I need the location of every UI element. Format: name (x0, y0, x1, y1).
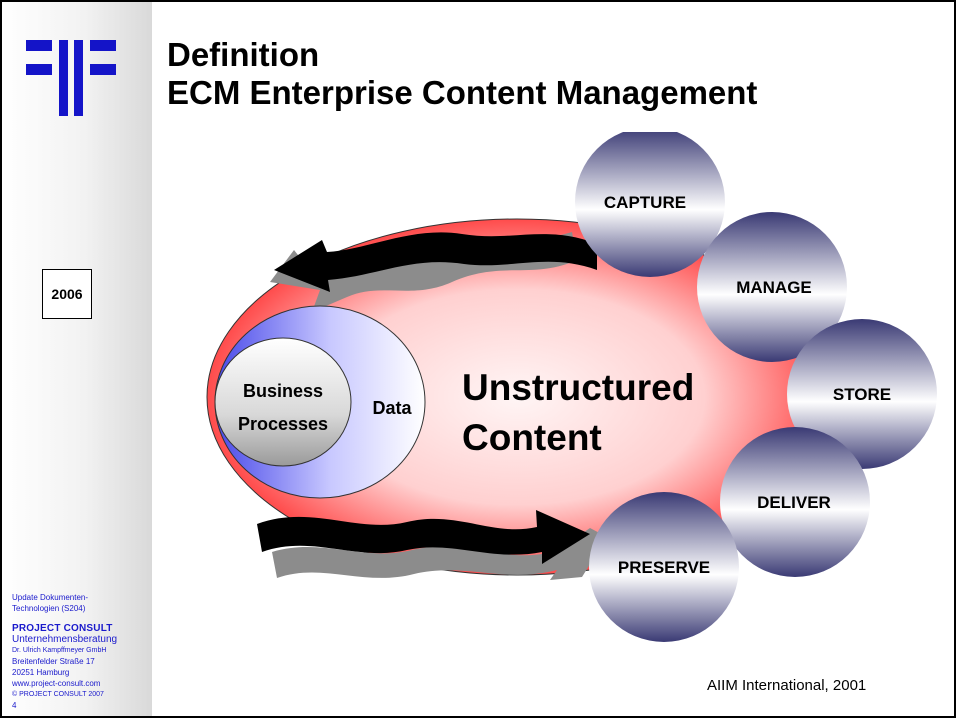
copyright: © PROJECT CONSULT 2007 (12, 691, 104, 698)
company-website: www.project-consult.com (12, 679, 101, 688)
processes-label: Processes (238, 414, 328, 434)
slide-title: Definition ECM Enterprise Content Manage… (167, 36, 757, 112)
year-badge: 2006 (42, 269, 92, 319)
top-arrow (274, 232, 597, 292)
page-number: 4 (12, 701, 17, 710)
manage-label: MANAGE (736, 278, 812, 297)
preserve-label: PRESERVE (618, 558, 710, 577)
business-processes-ellipse (214, 337, 352, 467)
bottom-arrow (257, 510, 590, 564)
company-logo-icon (26, 40, 116, 116)
company-owner: Dr. Ulrich Kampffmeyer GmbH (12, 647, 107, 654)
course-line-1: Update Dokumenten- (12, 593, 89, 602)
course-line-2: Technologien (S204) (12, 604, 86, 613)
sidebar: 2006 Update Dokumenten- Technologien (S2… (2, 2, 152, 716)
source-citation: AIIM International, 2001 (707, 677, 867, 694)
footer-info: Update Dokumenten- Technologien (S204) P… (12, 592, 152, 711)
company-street: Breitenfelder Straße 17 (12, 657, 95, 666)
company-city: 20251 Hamburg (12, 668, 70, 677)
title-line-1: Definition (167, 36, 320, 73)
preserve-circle: PRESERVE (589, 492, 739, 642)
capture-circle: CAPTURE (575, 132, 725, 277)
deliver-label: DELIVER (757, 493, 831, 512)
bottom-arrow-shadow (272, 528, 607, 580)
business-label: Business (243, 381, 323, 401)
manage-circle: MANAGE (697, 212, 847, 362)
company-subtitle: Unternehmensberatung (12, 634, 118, 645)
capture-label: CAPTURE (604, 193, 686, 212)
store-label: STORE (833, 385, 891, 404)
ecm-diagram: Business Processes Data Unstructured Con… (206, 132, 937, 642)
deliver-circle: DELIVER (720, 427, 870, 577)
company-name: PROJECT CONSULT (12, 623, 113, 634)
content-label: Content (462, 417, 602, 458)
unstructured-label: Unstructured (462, 367, 694, 408)
store-circle: STORE (787, 319, 937, 469)
data-label: Data (372, 398, 412, 418)
title-line-2: ECM Enterprise Content Management (167, 74, 758, 111)
